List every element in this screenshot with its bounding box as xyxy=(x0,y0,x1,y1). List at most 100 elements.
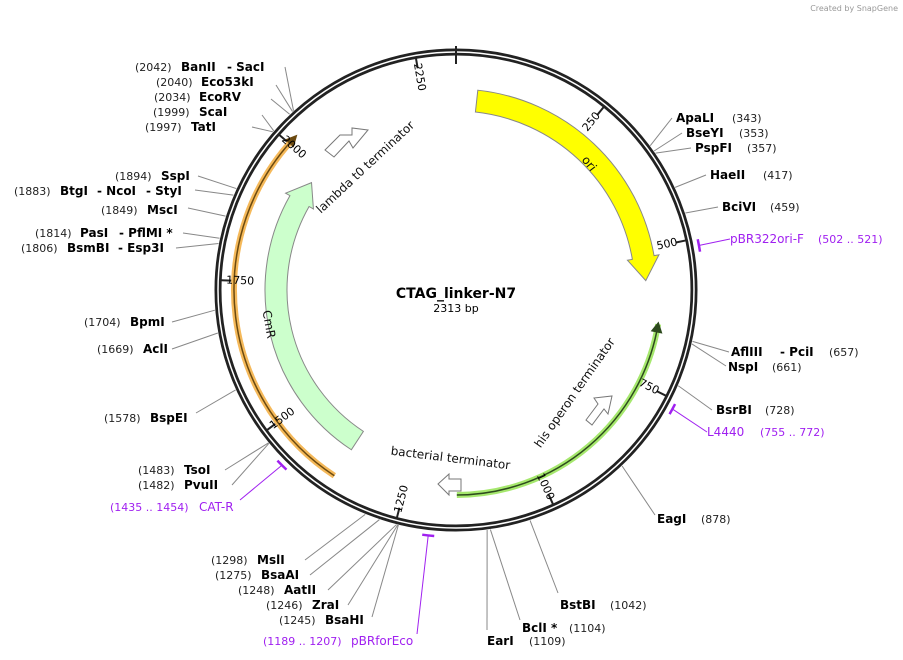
primer-l4440[interactable]: L4440(755 .. 772) xyxy=(707,425,825,439)
primer-connector xyxy=(416,536,429,635)
his-terminator-arrowhead xyxy=(650,321,663,334)
site-bsaai[interactable]: (1275)BsaAI xyxy=(215,568,299,582)
plasmid-length: 2313 bp xyxy=(433,302,478,315)
connector-line xyxy=(371,524,399,618)
connector-line xyxy=(175,242,219,249)
site-bstbi[interactable]: BstBI(1042) xyxy=(560,598,647,612)
connector-line xyxy=(489,529,521,621)
site-afliii-pcii[interactable]: AflIII- PciI(657) xyxy=(731,345,859,359)
site-ecorv[interactable]: (2034)EcoRV xyxy=(154,90,242,104)
connector-line xyxy=(621,465,656,516)
connector-line xyxy=(649,117,673,146)
tick-mark xyxy=(395,507,401,518)
feature-label-cmr[interactable]: CmR xyxy=(260,309,279,339)
site-haeii[interactable]: HaeII(417) xyxy=(710,168,793,182)
connector-line xyxy=(197,175,237,190)
cmr-arrow xyxy=(264,181,365,451)
site-bcli[interactable]: BclI *(1104) xyxy=(522,621,606,635)
site-bseyi[interactable]: BseYI(353) xyxy=(686,126,769,140)
site-bspei[interactable]: (1578)BspEI xyxy=(104,411,188,425)
connector-line xyxy=(327,524,397,591)
tick-label: 750 xyxy=(637,376,662,397)
tick-mark xyxy=(266,423,276,431)
sites-right: ApaLI(343) BseYI(353) PspFI(357) HaeII(4… xyxy=(487,111,859,648)
connector-line xyxy=(685,206,719,214)
site-acli[interactable]: (1669)AclI xyxy=(97,342,168,356)
bacterial-terminator-arrow-icon xyxy=(437,472,462,497)
tick-label: 1250 xyxy=(391,484,411,514)
lambda-terminator-arrow-icon xyxy=(324,127,369,158)
primer-mark xyxy=(422,533,435,538)
primer-pbrforeco[interactable]: (1189 .. 1207)pBRforEco xyxy=(263,634,413,648)
primers: pBR322ori-F(502 .. 521) L4440(755 .. 772… xyxy=(110,232,883,648)
site-bsmbi-esp3i[interactable]: (1806)BsmBI- Esp3I xyxy=(21,241,164,255)
site-eco53ki[interactable]: (2040)Eco53kI xyxy=(156,75,254,89)
site-msci[interactable]: (1849)MscI xyxy=(101,203,178,217)
his-terminator-line xyxy=(456,324,659,496)
connector-line xyxy=(182,232,220,239)
tick-mark xyxy=(414,58,419,69)
site-apali[interactable]: ApaLI(343) xyxy=(676,111,762,125)
connector-line xyxy=(261,114,275,132)
site-eagi[interactable]: EagI(878) xyxy=(657,512,731,526)
sites-left: (2042)BanII- SacI (2040)Eco53kI (2034)Ec… xyxy=(14,60,364,627)
tick-mark xyxy=(675,239,686,244)
his-terminator-arrow-icon xyxy=(585,395,613,426)
connector-line xyxy=(529,520,559,594)
primer-connector xyxy=(699,238,731,246)
connector-line xyxy=(304,513,366,561)
primer-mark xyxy=(696,238,702,252)
site-bsrbi[interactable]: BsrBI(728) xyxy=(716,403,795,417)
tick-mark xyxy=(656,390,667,397)
primer-connector xyxy=(239,465,282,501)
site-zrai[interactable]: (1246)ZraI xyxy=(266,598,339,612)
site-msli[interactable]: (1298)MslI xyxy=(211,553,285,567)
site-pspfi[interactable]: PspFI(357) xyxy=(695,141,777,155)
feature-label-bacterial-terminator[interactable]: bacterial terminator xyxy=(390,444,511,473)
connector-line xyxy=(171,332,219,350)
tick-mark xyxy=(278,134,288,143)
site-bcivi[interactable]: BciVI(459) xyxy=(722,200,800,214)
site-btgi-ncoi-styi[interactable]: (1883)BtgI- NcoI- StyI xyxy=(14,184,182,198)
features xyxy=(231,89,663,498)
site-nspi[interactable]: NspI(661) xyxy=(728,360,802,374)
backbone-ring xyxy=(214,46,698,532)
tick-label: 1000 xyxy=(534,471,557,502)
primer-cat-r[interactable]: (1435 .. 1454)CAT-R xyxy=(110,500,234,514)
connector-line xyxy=(692,340,730,353)
site-eari[interactable]: EarI(1109) xyxy=(487,634,566,648)
connector-line xyxy=(655,147,692,154)
primer-connector xyxy=(672,409,708,433)
plasmid-name: CTAG_linker-N7 xyxy=(396,286,516,302)
site-pasi-pflmi[interactable]: (1814)PasI- PflMI * xyxy=(35,226,173,240)
connector-line xyxy=(653,132,683,152)
cat-promoter-arrowhead xyxy=(284,134,298,148)
tick-label: 500 xyxy=(655,235,678,252)
connector-line xyxy=(270,98,290,115)
cat-promoter-line xyxy=(233,138,335,477)
connector-line xyxy=(251,126,273,133)
connector-line xyxy=(275,84,293,112)
site-pvuii[interactable]: (1482)PvuII xyxy=(138,478,218,492)
site-tsoi[interactable]: (1483)TsoI xyxy=(138,463,210,477)
site-bpmi[interactable]: (1704)BpmI xyxy=(84,315,165,329)
site-sspi[interactable]: (1894)SspI xyxy=(115,169,190,183)
connector-line xyxy=(674,174,707,188)
site-scai[interactable]: (1999)ScaI xyxy=(153,105,227,119)
connector-line xyxy=(691,343,727,367)
primer-mark xyxy=(276,459,288,471)
tick-mark xyxy=(596,106,605,116)
primer-pbr322ori-f[interactable]: pBR322ori-F(502 .. 521) xyxy=(730,232,883,246)
primer-mark xyxy=(668,403,677,415)
snapgene-branding: Created by SnapGene xyxy=(810,4,898,13)
site-tati[interactable]: (1997)TatI xyxy=(145,120,216,134)
connector-line xyxy=(231,443,270,486)
connector-line xyxy=(677,385,713,411)
connector-line xyxy=(194,189,234,196)
tick-label: 1750 xyxy=(226,273,255,287)
site-aatii[interactable]: (1248)AatII xyxy=(238,583,316,597)
site-banii-saci[interactable]: (2042)BanII- SacI xyxy=(135,60,264,74)
site-bsahi[interactable]: (1245)BsaHI xyxy=(279,613,364,627)
tick-mark xyxy=(547,494,554,505)
ori-arrow xyxy=(474,89,660,282)
